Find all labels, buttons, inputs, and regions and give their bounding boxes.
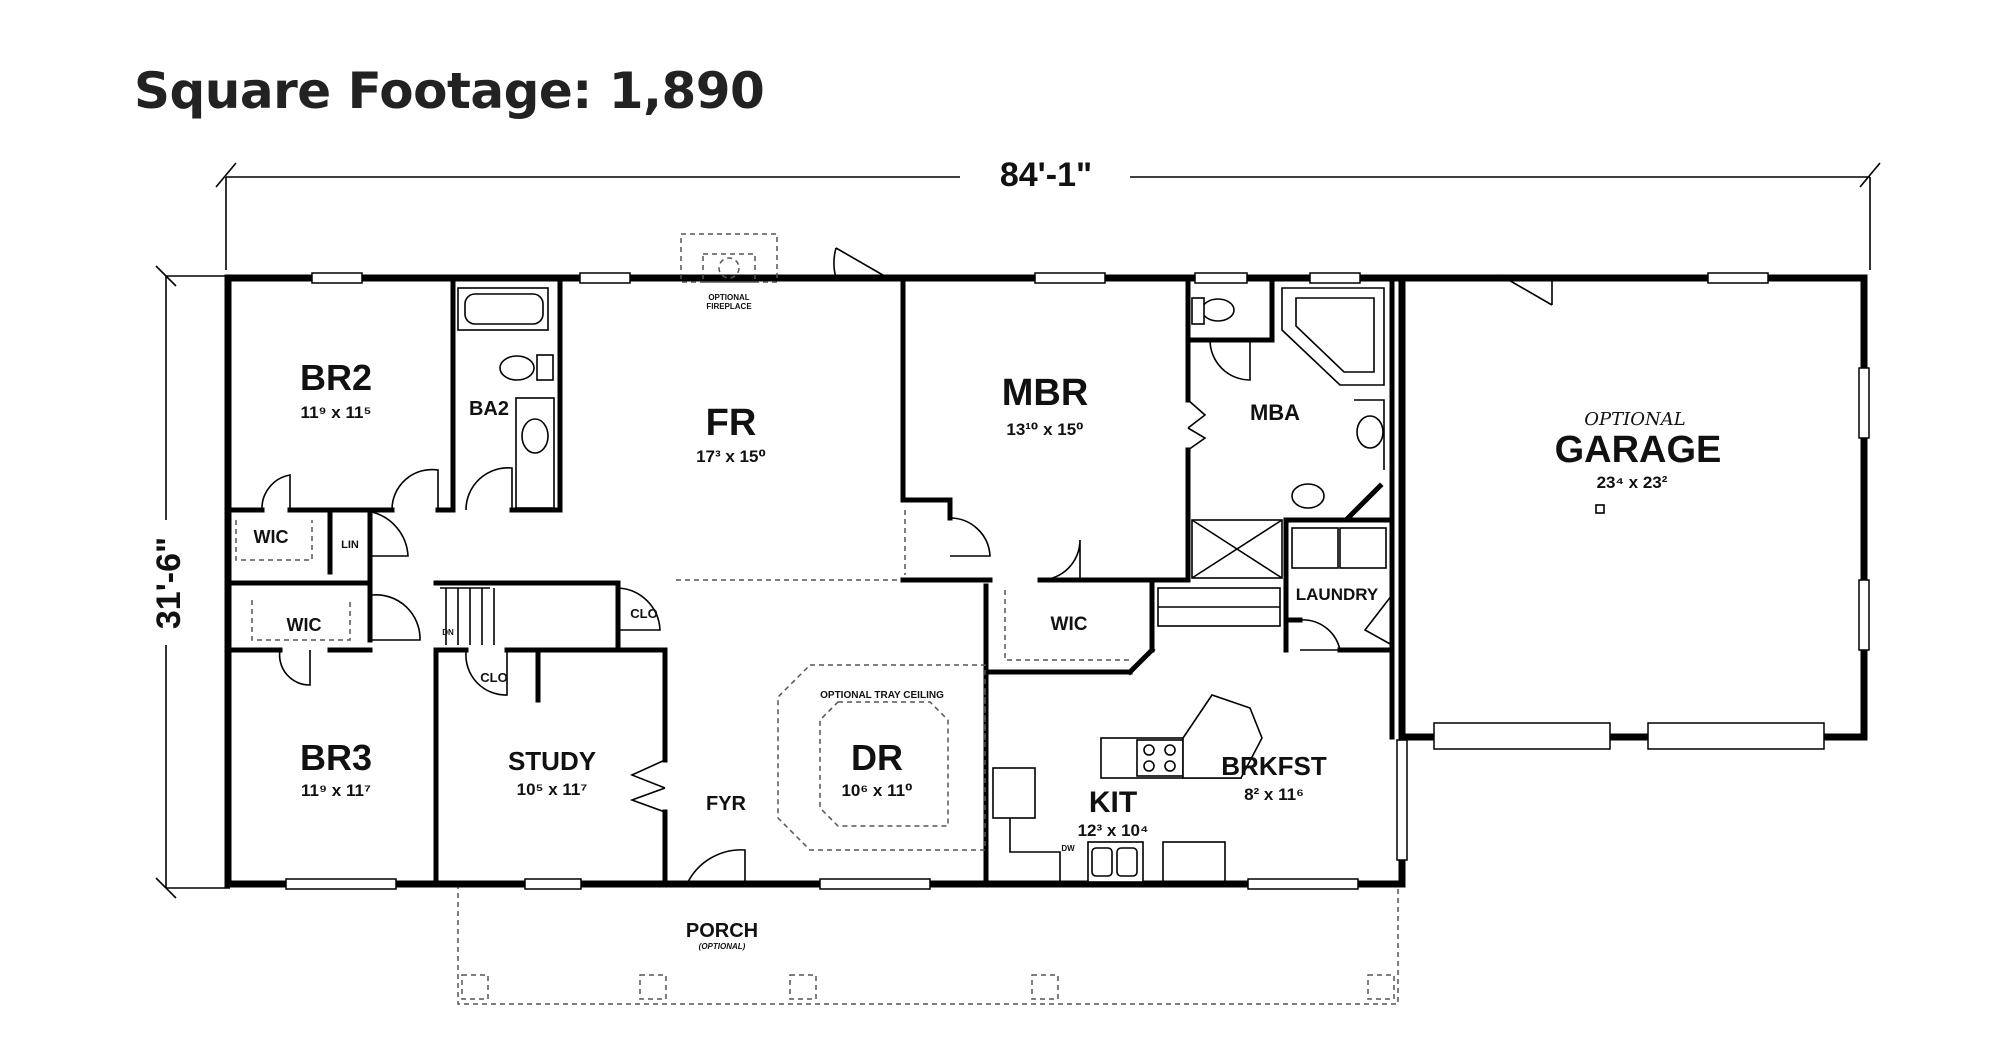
room-study-size: 10⁵ x 11⁷: [517, 780, 588, 799]
fixtures: [235, 233, 1605, 884]
room-kit-name: KIT: [1089, 786, 1137, 819]
width-dimension-label: 84'-1": [1000, 156, 1092, 194]
room-br2-size: 11⁹ x 11⁵: [301, 403, 372, 422]
stair-dn-label: DN: [442, 628, 454, 637]
room-fr-name: FR: [706, 402, 757, 444]
room-lin-name: LIN: [341, 539, 359, 551]
room-wic-br3-name: WIC: [287, 615, 322, 635]
porch: [457, 883, 1399, 1005]
room-br3-size: 11⁹ x 11⁷: [301, 781, 371, 800]
room-br2-name: BR2: [300, 357, 372, 398]
room-labels: BR2 11⁹ x 11⁵ BA2 FR 17³ x 15⁰ OPTIONAL …: [254, 293, 1722, 951]
room-mba-name: MBA: [1250, 400, 1300, 425]
fireplace-line1: OPTIONAL: [708, 293, 749, 302]
room-garage-size: 23⁴ x 23²: [1597, 473, 1668, 492]
width-dimension: 84'-1": [215, 152, 1881, 270]
room-fyr-name: FYR: [706, 793, 747, 815]
interior-walls: [225, 277, 1395, 887]
room-laundry-name: LAUNDRY: [1296, 585, 1379, 604]
porch-name: PORCH: [686, 920, 758, 942]
room-study-name: STUDY: [508, 746, 596, 776]
fireplace-line2: FIREPLACE: [706, 302, 752, 311]
room-ba2-name: BA2: [469, 398, 509, 420]
room-br3-name: BR3: [300, 737, 372, 778]
room-garage-name: GARAGE: [1555, 429, 1722, 471]
dishwasher-label: DW: [1061, 844, 1075, 853]
room-dr-size: 10⁶ x 11⁰: [841, 781, 912, 800]
room-wic-mbr-name: WIC: [1051, 614, 1088, 635]
porch-optional-label: (OPTIONAL): [699, 942, 746, 951]
room-brkfst-name: BRKFST: [1221, 751, 1327, 781]
garage-optional-label: OPTIONAL: [1584, 409, 1685, 430]
stairs: [440, 587, 495, 645]
depth-dimension-label: 31'-6": [150, 537, 188, 629]
windows: [285, 272, 1870, 890]
room-mbr-name: MBR: [1002, 372, 1089, 414]
tray-ceiling-label: OPTIONAL TRAY CEILING: [820, 690, 944, 701]
room-kit-size: 12³ x 10⁴: [1078, 821, 1149, 840]
room-wic-br2-name: WIC: [254, 527, 289, 547]
page-title: Square Footage: 1,890: [134, 62, 765, 120]
room-clo-hall-name: CLO: [630, 606, 657, 621]
doors: [261, 247, 1553, 885]
exterior-walls: [224, 274, 1868, 888]
room-clo-study-name: CLO: [480, 670, 507, 685]
room-mbr-size: 13¹⁰ x 15⁰: [1006, 420, 1083, 439]
room-dr-name: DR: [851, 737, 903, 778]
room-fr-size: 17³ x 15⁰: [696, 447, 766, 466]
depth-dimension: 31'-6": [146, 265, 230, 899]
room-brkfst-size: 8² x 11⁶: [1244, 785, 1304, 804]
